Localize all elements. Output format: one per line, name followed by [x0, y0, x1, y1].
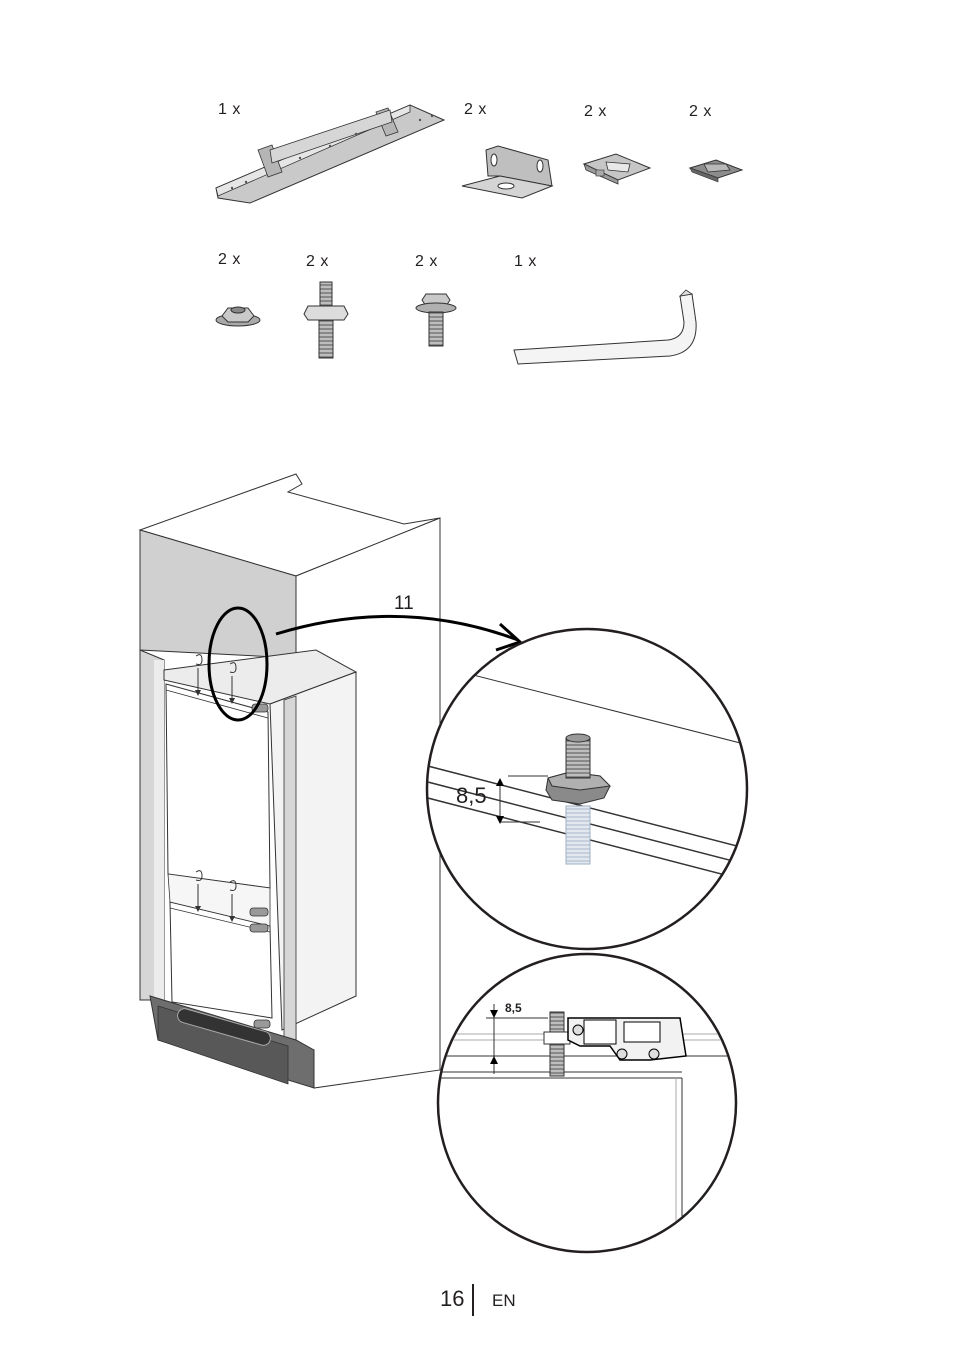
- section-dimension-label: 8,5: [505, 1001, 522, 1015]
- step-number: 11: [394, 593, 414, 615]
- language-code: EN: [492, 1291, 516, 1311]
- detail-dimension-label: 8,5: [456, 783, 487, 809]
- page-footer: 16 EN: [0, 1284, 954, 1316]
- hex-bolt-icon: [416, 294, 456, 346]
- footer-divider: [472, 1284, 474, 1316]
- detail-circle-bottom: [438, 954, 740, 1260]
- threaded-stud-icon: [304, 282, 348, 358]
- angle-bracket-icon: [462, 146, 552, 198]
- clip-plate-icon: [584, 154, 650, 184]
- allen-key-icon: [514, 290, 696, 364]
- hex-nut-icon: [216, 307, 260, 326]
- page-number: 16: [440, 1286, 464, 1312]
- small-clip-icon: [690, 160, 742, 182]
- mounting-rail-icon: [216, 105, 444, 203]
